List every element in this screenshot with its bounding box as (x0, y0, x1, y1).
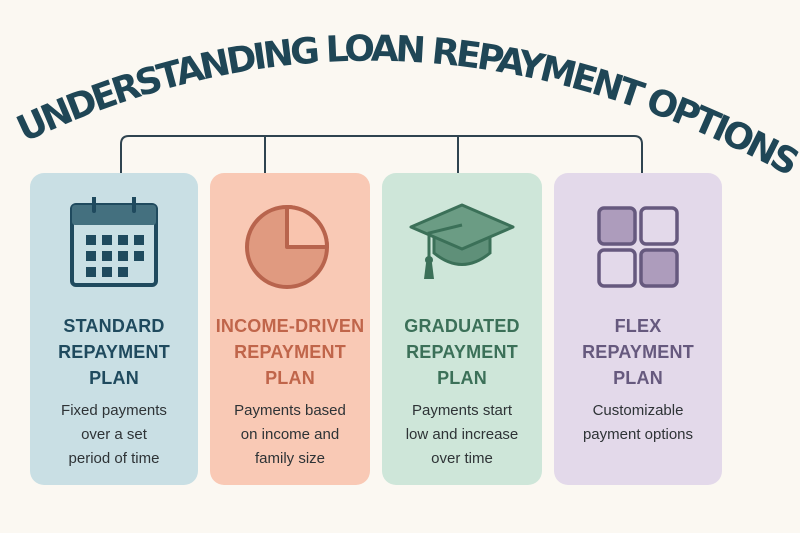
connector-lines (120, 135, 643, 173)
calendar-icon (70, 197, 158, 287)
graduation-cap-icon (409, 203, 515, 279)
pie-chart-icon (245, 205, 329, 289)
grid-icon (597, 206, 679, 288)
